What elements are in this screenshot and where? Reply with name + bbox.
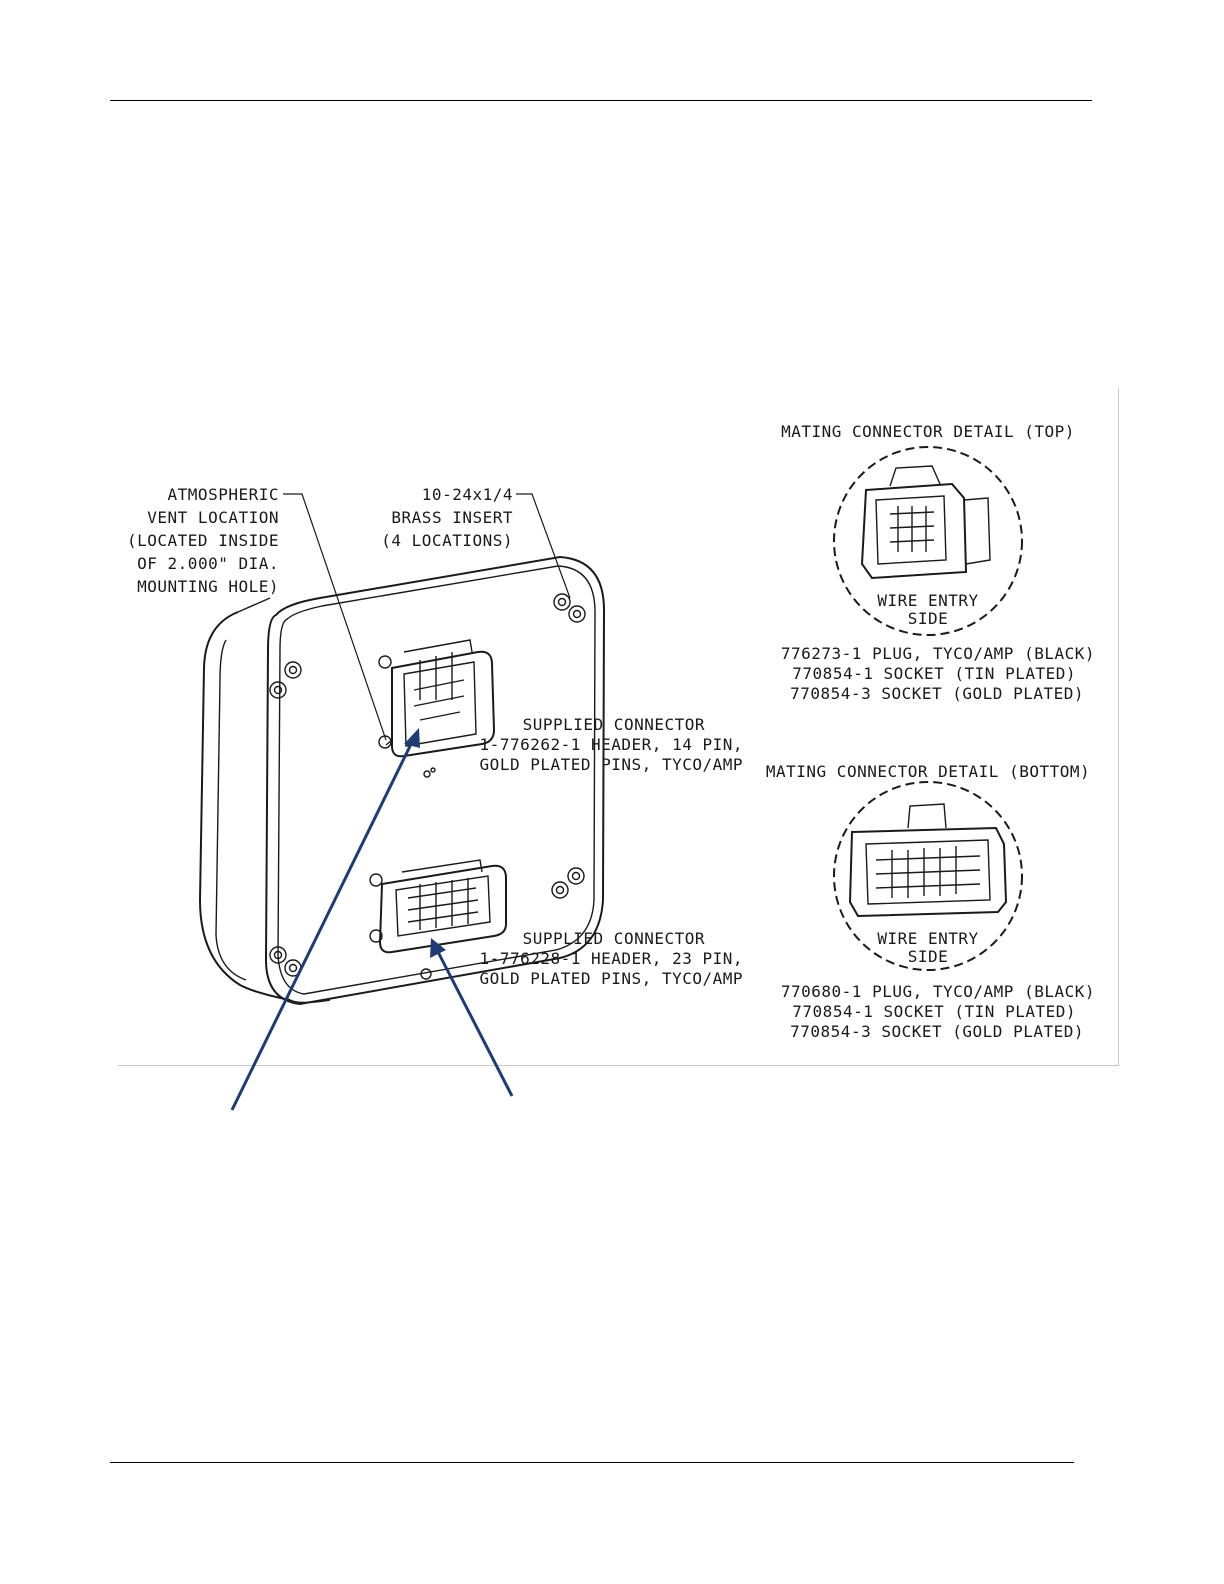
vent-line-4: OF 2.000" DIA. (137, 554, 279, 573)
vent-line-2: VENT LOCATION (147, 508, 279, 527)
mating-bottom-part-1: 770680-1 PLUG, TYCO/AMP (BLACK) (781, 982, 1095, 1001)
mating-bottom-wire-2: SIDE (908, 947, 949, 966)
supplied-bottom-line-3: GOLD PLATED PINS, TYCO/AMP (480, 969, 743, 988)
insert-line-3: (4 LOCATIONS) (381, 531, 513, 550)
supplied-top-line-2: 1-776262-1 HEADER, 14 PIN, (480, 735, 743, 754)
top-header-connector (378, 639, 496, 778)
mating-bottom-parts: 770680-1 PLUG, TYCO/AMP (BLACK) 770854-1… (781, 982, 1095, 1041)
insert-line-2: BRASS INSERT (391, 508, 513, 527)
bottom-header-connector (369, 859, 507, 980)
label-supplied-bottom: SUPPLIED CONNECTOR 1-776228-1 HEADER, 23… (480, 929, 743, 988)
housing-body (198, 555, 606, 1006)
mating-top-part-1: 776273-1 PLUG, TYCO/AMP (BLACK) (781, 644, 1095, 663)
mating-top-wire-1: WIRE ENTRY (877, 591, 978, 610)
brass-insert-holes (269, 593, 586, 977)
mating-bottom-wire-1: WIRE ENTRY (877, 929, 978, 948)
mating-bottom-detail (833, 781, 1023, 971)
supplied-top-line-3: GOLD PLATED PINS, TYCO/AMP (480, 755, 743, 774)
leader-lines (283, 493, 571, 746)
arrow-bottom-connector-icon (430, 938, 514, 1097)
footer-rule (110, 1462, 1074, 1463)
arrow-top-connector-icon (230, 728, 420, 1111)
supplied-bottom-line-1: SUPPLIED CONNECTOR (523, 929, 705, 948)
vent-line-5: MOUNTING HOLE) (137, 577, 279, 596)
insert-line-1: 10-24x1/4 (422, 485, 513, 504)
mating-bottom-part-3: 770854-3 SOCKET (GOLD PLATED) (790, 1022, 1084, 1041)
diagram-panel (118, 388, 1119, 1066)
mating-top-parts: 776273-1 PLUG, TYCO/AMP (BLACK) 770854-1… (781, 644, 1095, 703)
supplied-top-line-1: SUPPLIED CONNECTOR (523, 715, 705, 734)
mating-bottom-title: MATING CONNECTOR DETAIL (BOTTOM) (766, 762, 1090, 781)
supplied-bottom-line-2: 1-776228-1 HEADER, 23 PIN, (480, 949, 743, 968)
mating-top-part-3: 770854-3 SOCKET (GOLD PLATED) (790, 684, 1084, 703)
mating-top-detail (833, 446, 1023, 636)
mating-bottom-part-2: 770854-1 SOCKET (TIN PLATED) (792, 1002, 1076, 1021)
vent-line-3: (LOCATED INSIDE (127, 531, 279, 550)
label-supplied-top: SUPPLIED CONNECTOR 1-776262-1 HEADER, 14… (480, 715, 743, 774)
label-vent-location: ATMOSPHERIC VENT LOCATION (LOCATED INSID… (127, 485, 279, 596)
vent-line-1: ATMOSPHERIC (168, 485, 279, 504)
mating-top-wire-2: SIDE (908, 609, 949, 628)
header-rule (110, 100, 1092, 101)
mating-top-title: MATING CONNECTOR DETAIL (TOP) (781, 422, 1075, 441)
label-brass-insert: 10-24x1/4 BRASS INSERT (4 LOCATIONS) (381, 485, 513, 550)
mating-top-part-2: 770854-1 SOCKET (TIN PLATED) (792, 664, 1076, 683)
